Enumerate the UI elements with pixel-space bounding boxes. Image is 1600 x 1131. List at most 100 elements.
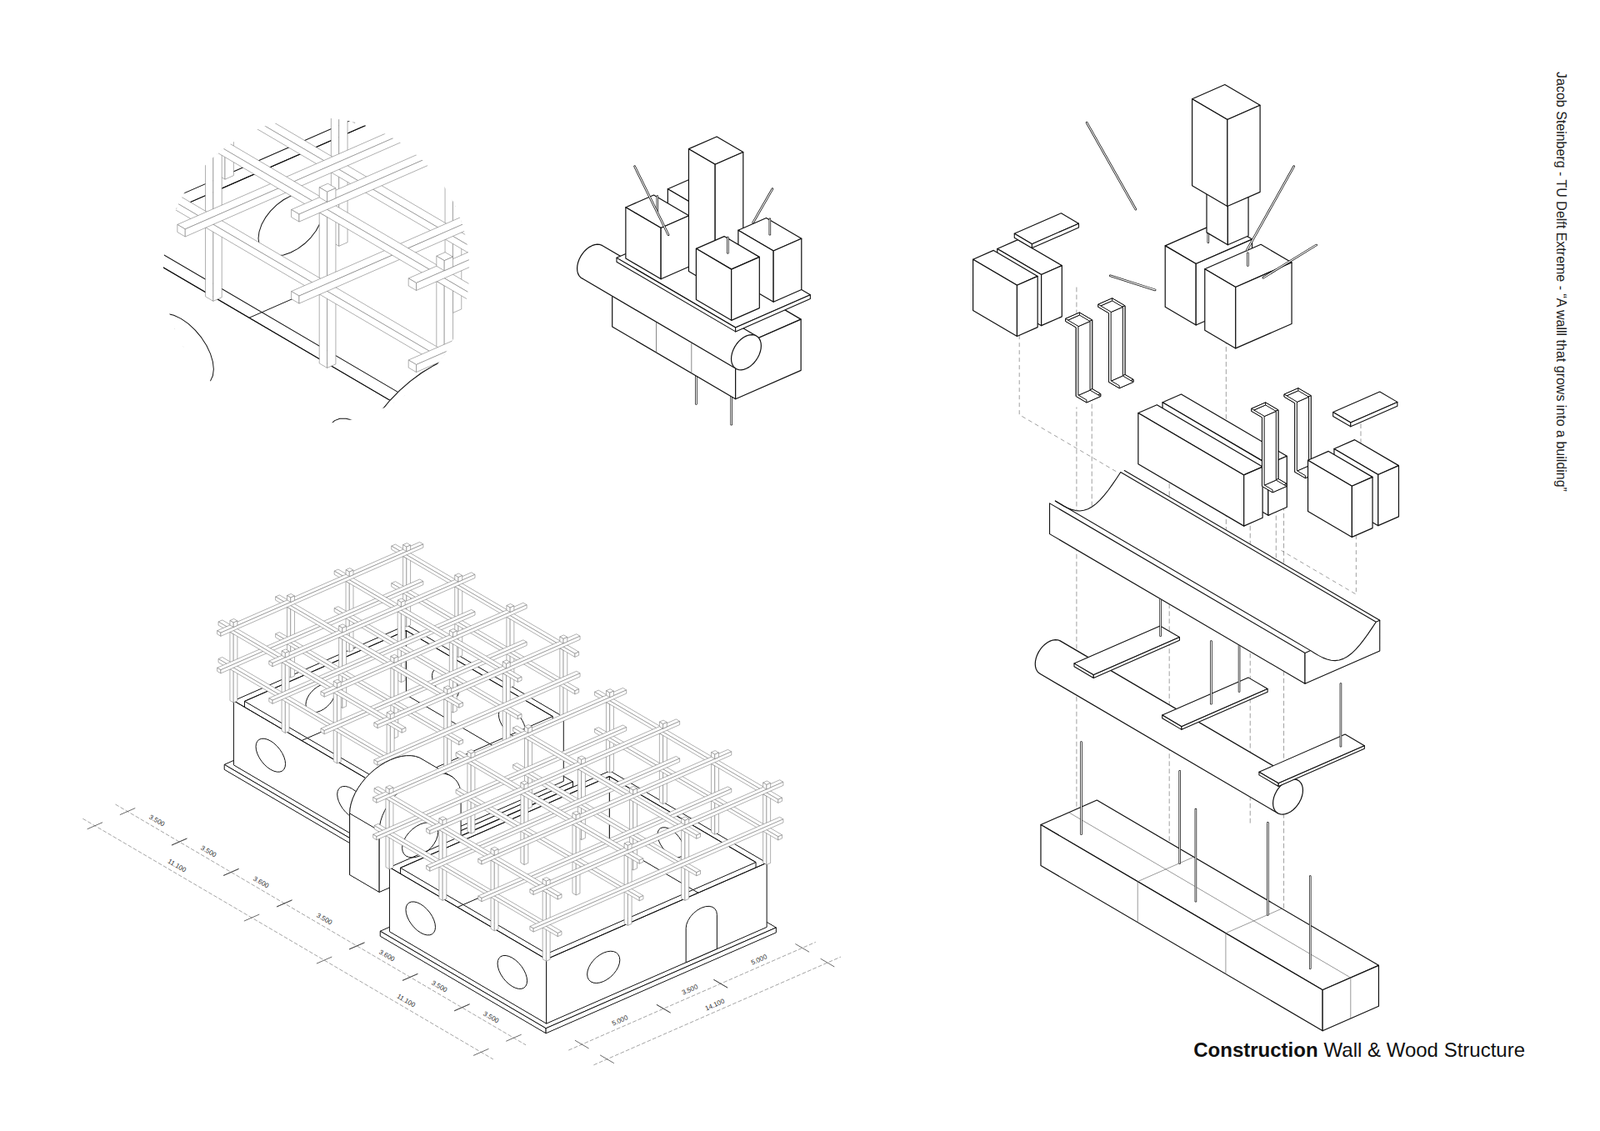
dimension-tick xyxy=(171,838,187,845)
timber-post xyxy=(582,76,591,91)
dimension-tick xyxy=(473,1049,489,1056)
timber-post xyxy=(739,436,748,592)
dimension-tick xyxy=(714,980,728,988)
arch-roof xyxy=(522,365,593,410)
timber-post xyxy=(614,363,631,372)
timber-beam xyxy=(470,370,479,383)
timber-post xyxy=(633,788,638,795)
steel-plate xyxy=(1074,625,1180,675)
timber-post xyxy=(403,545,407,552)
timber-beam xyxy=(299,19,745,222)
timber-beam xyxy=(588,425,992,670)
timber-beam xyxy=(812,737,821,750)
steel-plate xyxy=(1259,771,1279,786)
timber-post xyxy=(825,90,834,105)
timber-post xyxy=(575,813,580,820)
timber-post xyxy=(330,86,348,95)
timber-beam xyxy=(459,740,464,745)
wood-connector xyxy=(1205,269,1236,349)
timber-beam xyxy=(377,635,580,728)
steel-rod xyxy=(1179,770,1180,863)
timber-post xyxy=(1158,344,1167,359)
timber-beam xyxy=(373,687,627,800)
steel-rod xyxy=(1246,253,1250,266)
timber-post xyxy=(453,630,458,638)
timber-post xyxy=(572,812,576,820)
dimension-tick xyxy=(224,869,240,876)
wood-block xyxy=(973,259,1018,336)
steel-rod xyxy=(727,237,729,253)
steel-rod xyxy=(635,166,669,235)
timber-post xyxy=(406,545,411,552)
timber-beam xyxy=(637,660,645,673)
timber-beam xyxy=(406,201,965,447)
timber-post xyxy=(339,66,348,81)
timber-beam xyxy=(272,574,475,666)
timber-post xyxy=(659,721,663,729)
timber-beam xyxy=(531,356,1081,605)
timber-post xyxy=(919,204,936,213)
timber-post xyxy=(545,879,550,886)
steel-rod xyxy=(1263,245,1317,278)
timber-post xyxy=(286,595,290,603)
timber-post xyxy=(978,422,987,437)
steel-rod xyxy=(1247,253,1249,266)
timber-beam xyxy=(426,865,430,872)
timber-post xyxy=(400,600,405,608)
dimension-label: 3.500 xyxy=(198,844,218,860)
timber-post xyxy=(449,630,453,638)
timber-post xyxy=(845,473,862,482)
steel-plate xyxy=(1093,637,1180,679)
dimension-tick xyxy=(171,838,187,845)
wall-opening xyxy=(535,159,595,225)
timber-post xyxy=(434,416,451,425)
timber-beam xyxy=(320,728,325,735)
timber-beam xyxy=(992,659,1001,671)
timber-post xyxy=(614,337,631,346)
steel-rod xyxy=(769,219,772,235)
timber-beam xyxy=(426,828,430,835)
timber-post xyxy=(865,355,874,370)
steel-rod xyxy=(1080,742,1083,835)
tube-body xyxy=(1050,672,1290,814)
guide-line xyxy=(1075,407,1077,836)
timber-post xyxy=(397,600,401,607)
dimension-label: 3.600 xyxy=(250,875,270,890)
tube-body xyxy=(1055,668,1295,810)
tube-body xyxy=(1052,670,1293,811)
arch-roof xyxy=(468,350,545,391)
timber-post xyxy=(447,687,452,695)
timber-post xyxy=(442,420,451,435)
timber-beam xyxy=(218,620,406,730)
timber-post xyxy=(570,201,579,216)
dimension-tick xyxy=(244,914,260,921)
timber-beam xyxy=(177,224,185,237)
dimension-label: 11.100 xyxy=(395,992,417,1010)
wall-top xyxy=(123,75,801,420)
timber-post xyxy=(665,580,674,737)
timber-beam xyxy=(637,578,645,591)
steel-plate xyxy=(1181,689,1268,730)
timber-post xyxy=(542,879,546,886)
timber-beam xyxy=(1297,525,1306,537)
timber-post xyxy=(927,234,936,390)
timber-post xyxy=(330,61,348,70)
timber-post xyxy=(505,661,510,669)
timber-post xyxy=(460,5,478,14)
steel-plate xyxy=(1278,745,1365,787)
timber-beam xyxy=(517,676,522,682)
steel-rod xyxy=(1210,641,1213,705)
timber-post xyxy=(779,644,796,653)
timber-beam xyxy=(588,340,1001,581)
timber-column xyxy=(1227,105,1260,206)
wall-opening xyxy=(327,418,393,492)
steel-rod xyxy=(635,166,669,235)
dimension-tick xyxy=(276,900,292,907)
arch-roof xyxy=(527,372,597,419)
steel-plate xyxy=(1162,677,1268,727)
dimension-tick xyxy=(600,1055,614,1063)
steel-rod xyxy=(1210,641,1212,705)
timber-beam xyxy=(269,698,273,705)
arch-roof xyxy=(380,400,455,450)
